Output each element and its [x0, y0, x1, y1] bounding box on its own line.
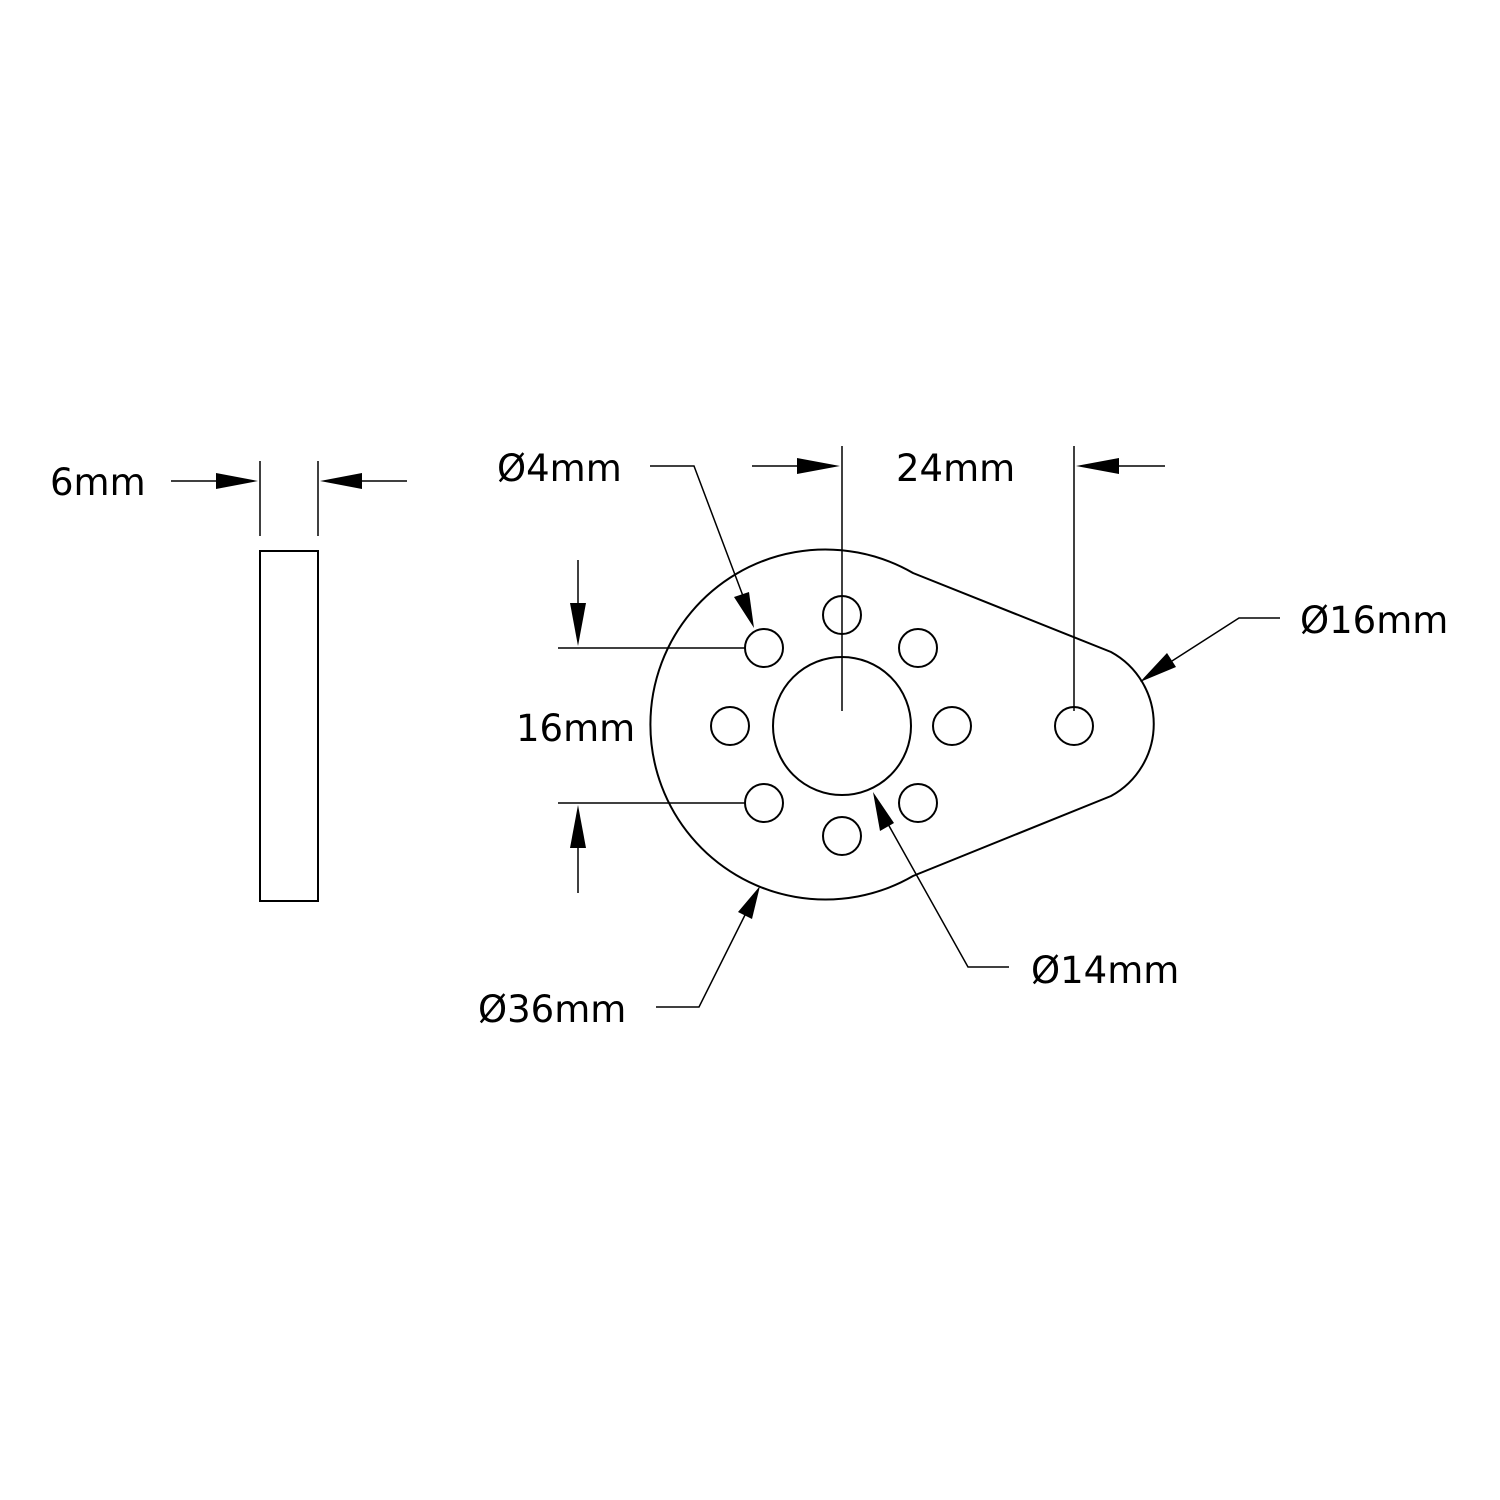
thickness-arrow-left [216, 473, 258, 489]
thickness-label: 6mm [50, 461, 146, 504]
center-distance-arrow-left [797, 458, 840, 474]
end-radius-arrow [1140, 653, 1176, 682]
end-hole [1054, 706, 1094, 746]
hole-spacing-arrow-top [570, 603, 586, 646]
side-view: 6mm [50, 461, 407, 902]
hub-diameter-leader [656, 914, 746, 1008]
hub-diameter-label: Ø36mm [478, 988, 626, 1031]
small-hole-callout: Ø4mm [497, 447, 754, 628]
hole-top-left [744, 628, 784, 668]
hub-diameter-arrow [738, 886, 760, 919]
small-hole-leader [650, 465, 744, 597]
center-bore-label: Ø14mm [1031, 949, 1179, 992]
side-view-body [259, 550, 319, 902]
center-bore-callout: Ø14mm [873, 792, 1179, 992]
hole-right [932, 706, 972, 746]
hole-bottom-left [744, 783, 784, 823]
small-hole-arrow [734, 592, 754, 628]
center-distance-label: 24mm [896, 447, 1015, 490]
end-radius-leader [1171, 617, 1280, 662]
small-hole-label: Ø4mm [497, 447, 622, 490]
hole-top-right [898, 628, 938, 668]
thickness-arrow-right [320, 473, 362, 489]
hole-bottom [822, 816, 862, 856]
center-bore-leader [887, 823, 1009, 968]
hole-spacing-arrow-bottom [570, 805, 586, 848]
end-radius-callout: Ø16mm [1140, 599, 1448, 682]
hole-spacing-dimension: 16mm [516, 560, 745, 893]
hub-diameter-callout: Ø36mm [478, 886, 760, 1031]
end-radius-label: Ø16mm [1300, 599, 1448, 642]
hole-spacing-label: 16mm [516, 707, 635, 750]
hole-bottom-right [898, 783, 938, 823]
plate-outline [649, 548, 1155, 901]
hole-left [710, 706, 750, 746]
front-view [649, 548, 1155, 901]
center-bore-arrow [873, 792, 894, 831]
center-distance-arrow-right [1076, 458, 1119, 474]
center-distance-dimension: 24mm [752, 446, 1165, 711]
